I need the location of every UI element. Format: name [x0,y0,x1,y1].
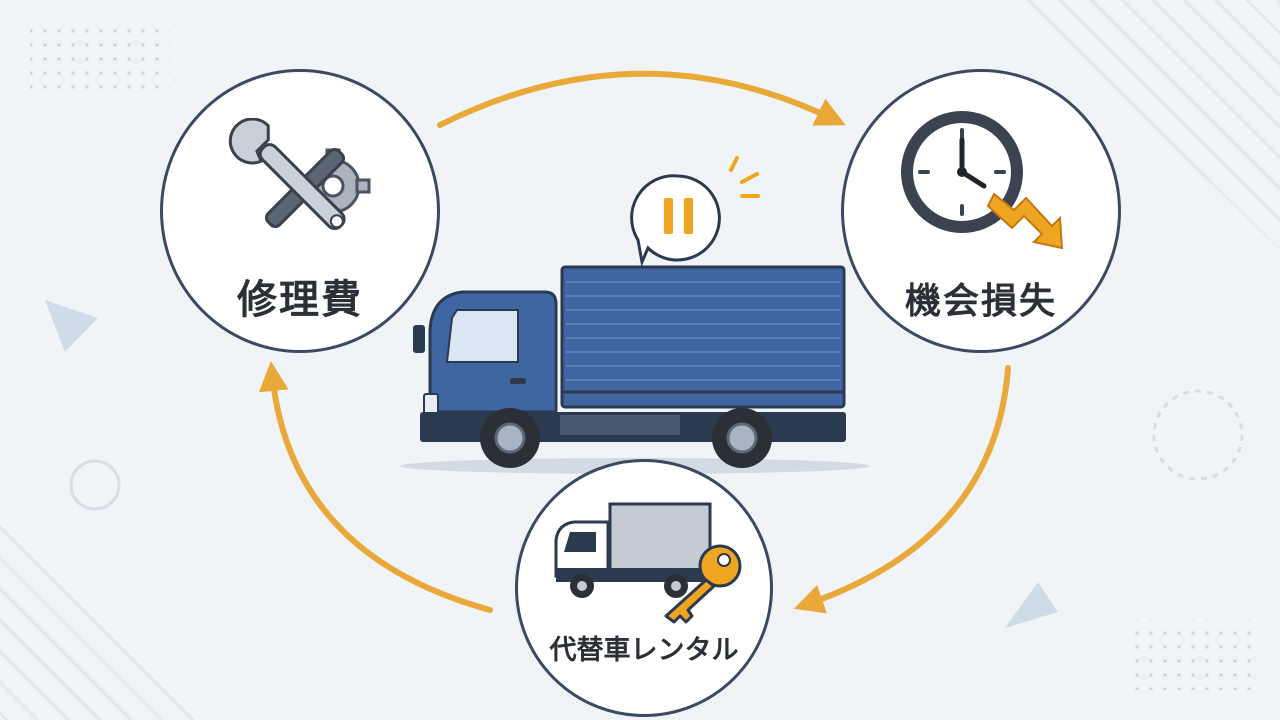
clock-icon [901,111,1064,250]
opportunity-loss-node: 機会損失 [841,69,1121,353]
stripe-pattern-top-right [1020,0,1280,250]
pause-bubble-icon [630,156,760,268]
downtrend-arrow-icon [986,192,1064,250]
repair-cost-label: 修理費 [237,277,363,323]
opportunity-loss-label: 機会損失 [904,281,1057,322]
dashed-ring-decor-right [1152,389,1244,481]
wrench-icon [228,118,371,231]
arrow-repair-to-loss [437,70,846,128]
triangle-decor-right [1005,582,1058,628]
rental-car-node: 代替車レンタル [515,459,773,717]
triangle-decor-left [45,300,98,352]
dot-pattern-bottom-right [1132,620,1262,690]
ring-decor-left [69,459,121,511]
rental-car-label: 代替車レンタル [549,635,739,666]
arrow-rental-to-repair [258,361,493,613]
repair-cost-node: 修理費 [160,69,440,353]
dot-pattern-top-left [30,22,170,92]
blue-truck-illustration [400,265,870,474]
stripe-pattern-bottom-left [0,520,200,720]
arrow-loss-to-rental [793,365,1011,614]
key-icon [664,544,742,624]
truck-icon [554,502,742,624]
